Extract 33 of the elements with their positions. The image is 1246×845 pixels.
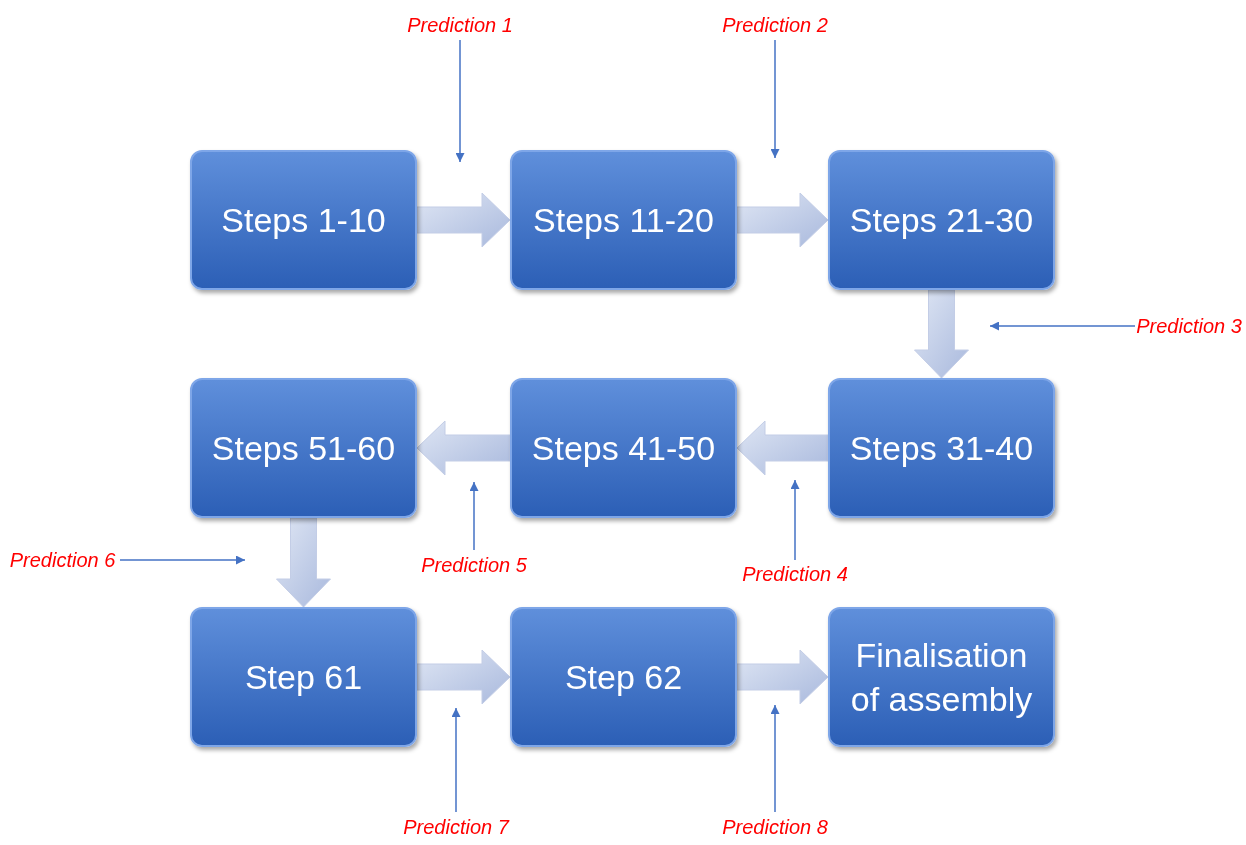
block-arrow <box>914 289 969 379</box>
arrow <box>451 707 461 813</box>
block-arrow <box>736 420 829 476</box>
arrow <box>455 39 465 163</box>
block-arrow <box>736 192 829 248</box>
block-arrow <box>276 517 331 608</box>
prediction-label: Prediction 5 <box>396 550 552 580</box>
arrow <box>770 704 780 813</box>
process-box: Steps 11-20 <box>510 150 737 290</box>
block-arrow <box>416 420 511 476</box>
arrow <box>119 555 246 565</box>
process-box: Steps 51-60 <box>190 378 417 518</box>
prediction-label: Prediction 1 <box>380 10 540 40</box>
prediction-label: Prediction 7 <box>378 812 534 842</box>
process-box: Step 62 <box>510 607 737 747</box>
arrow <box>770 39 780 159</box>
process-box: Step 61 <box>190 607 417 747</box>
prediction-label: Prediction 8 <box>695 812 855 842</box>
process-box: Steps 41-50 <box>510 378 737 518</box>
block-arrow <box>416 192 511 248</box>
arrow <box>989 321 1136 331</box>
process-box: Steps 1-10 <box>190 150 417 290</box>
prediction-label: Prediction 2 <box>695 10 855 40</box>
prediction-label: Prediction 3 <box>1135 311 1243 341</box>
process-box: Steps 21-30 <box>828 150 1055 290</box>
process-box: Finalisation of assembly <box>828 607 1055 747</box>
block-arrow <box>416 649 511 705</box>
block-arrow <box>736 649 829 705</box>
process-box: Steps 31-40 <box>828 378 1055 518</box>
arrow <box>469 481 479 551</box>
prediction-label: Prediction 4 <box>715 560 875 588</box>
arrow <box>790 479 800 561</box>
prediction-label: Prediction 6 <box>5 545 120 575</box>
